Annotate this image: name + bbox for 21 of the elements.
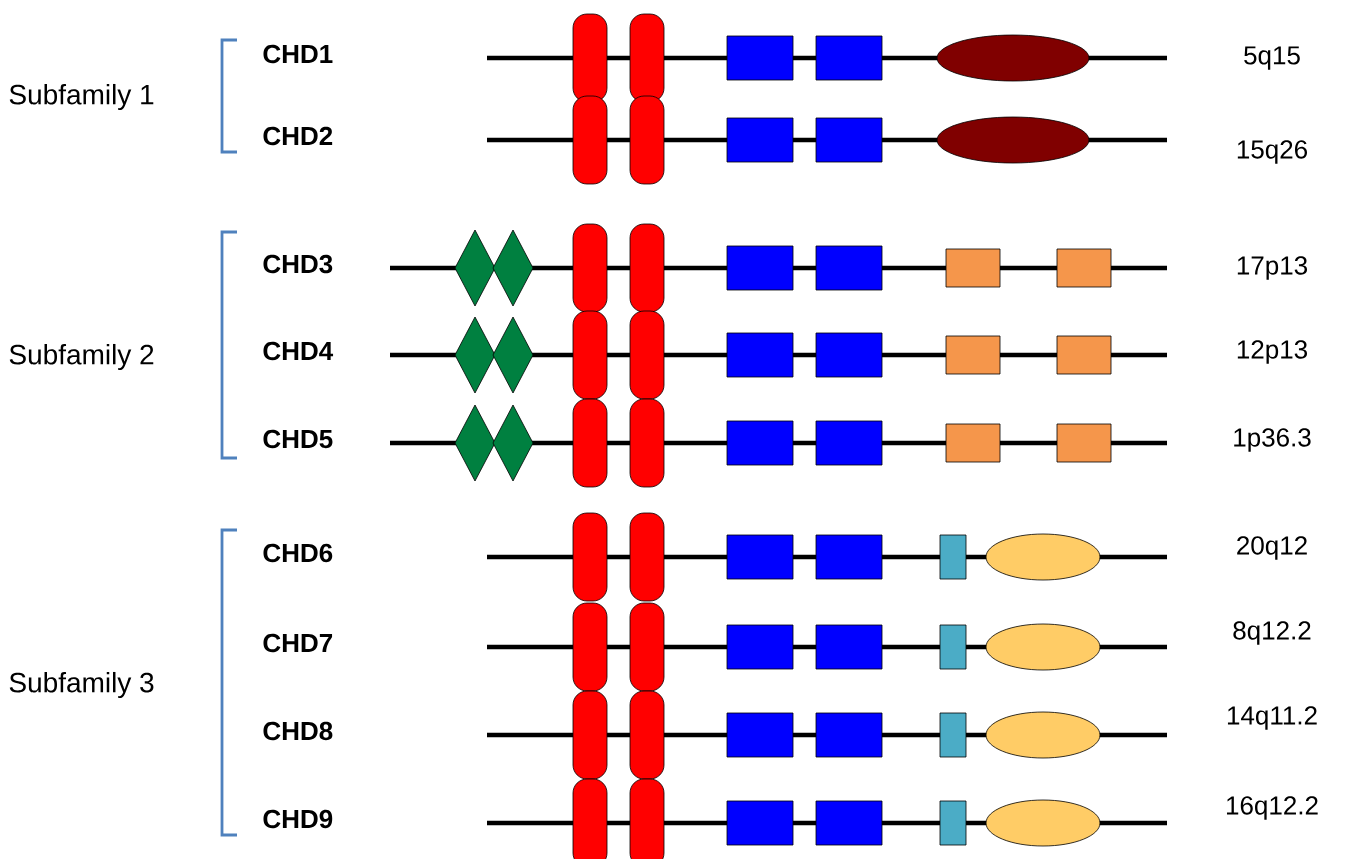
subfamily-label: Subfamily 1 xyxy=(9,83,154,111)
locus-label: 8q12.2 xyxy=(1233,621,1311,645)
protein-label: CHD3 xyxy=(263,254,333,274)
locus-label: 5q15 xyxy=(1244,46,1300,70)
locus-label: 16q12.2 xyxy=(1227,796,1318,820)
protein-label: CHD1 xyxy=(263,44,333,64)
subfamily-label: Subfamily 3 xyxy=(9,671,154,699)
protein-label: CHD2 xyxy=(263,126,333,146)
locus-label: 12p13 xyxy=(1237,340,1307,364)
locus-label: 20q12 xyxy=(1237,536,1307,560)
protein-label: CHD5 xyxy=(263,429,333,449)
protein-label: CHD6 xyxy=(263,543,333,563)
protein-label: CHD9 xyxy=(263,809,333,829)
protein-label: CHD8 xyxy=(263,721,333,741)
protein-label: CHD7 xyxy=(263,633,333,653)
subfamily-label: Subfamily 2 xyxy=(9,343,154,371)
locus-label: 14q11.2 xyxy=(1227,706,1317,730)
locus-label: 17p13 xyxy=(1237,256,1307,280)
locus-label: 1p36.3 xyxy=(1234,428,1311,452)
protein-label: CHD4 xyxy=(263,341,334,361)
locus-label: 15q26 xyxy=(1237,140,1307,164)
